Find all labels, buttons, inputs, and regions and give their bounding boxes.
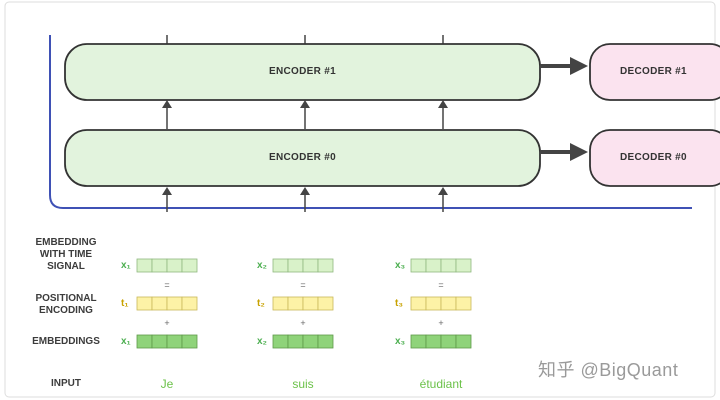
row-label-line: POSITIONAL [35, 293, 97, 304]
plus-sign-1: + [164, 318, 170, 328]
input-to-enc0-arrowhead-2 [300, 187, 310, 195]
vector-x2-embedding [272, 334, 334, 349]
x1-time-label: x₁ [121, 260, 131, 271]
encoder-stack-frame [49, 35, 692, 209]
vector-x2-with-time [272, 258, 334, 273]
input-to-enc0-arrowhead-1 [162, 187, 172, 195]
encoder-0-box [64, 129, 541, 187]
encoder0-to-decoder0-arrow-head [570, 143, 588, 161]
row-label-embeddings: EMBEDDINGS [16, 336, 116, 348]
x2-time-label: x₂ [257, 260, 268, 271]
vector-t2-positional [272, 296, 334, 311]
equals-sign-2: = [300, 280, 306, 290]
x3-embedding-label: x₃ [395, 336, 406, 347]
decoder-1-label: DECODER #1 [620, 66, 687, 77]
plus-sign-3: + [438, 318, 444, 328]
input-word-3: étudiant [419, 377, 463, 391]
row-label-line: ENCODING [39, 305, 93, 316]
input-to-enc0-arrowhead-3 [438, 187, 448, 195]
decoder-0-box [589, 129, 720, 187]
enc0-to-enc1-arrowhead-3 [438, 100, 448, 108]
vector-x3-embedding [410, 334, 472, 349]
x3-time-label: x₃ [395, 260, 406, 271]
encoder-1-label: ENCODER #1 [269, 66, 336, 77]
equals-sign-3: = [438, 280, 444, 290]
vector-x3-with-time [410, 258, 472, 273]
row-label-line: EMBEDDING [35, 237, 97, 248]
decoder-1-box [589, 43, 720, 101]
encoder1-to-decoder1-arrow-head [570, 57, 588, 75]
input-word-1: Je [160, 377, 174, 391]
row-label-line: SIGNAL [47, 261, 85, 272]
x1-embedding-label: x₁ [121, 336, 131, 347]
encoder-1-box [64, 43, 541, 101]
enc0-to-enc1-arrowhead-2 [300, 100, 310, 108]
input-word-2: suis [292, 377, 314, 391]
t2-label: t₂ [257, 298, 265, 309]
row-label-line: WITH TIME [39, 249, 93, 260]
plus-sign-2: + [300, 318, 306, 328]
row-label-line: EMBEDDINGS [32, 336, 100, 347]
row-label-input: INPUT [16, 378, 116, 390]
vector-t1-positional [136, 296, 198, 311]
vector-t3-positional [410, 296, 472, 311]
enc0-to-enc1-arrowhead-1 [162, 100, 172, 108]
encoder-0-label: ENCODER #0 [269, 152, 336, 163]
watermark: 知乎 @BigQuant [538, 360, 679, 380]
t1-label: t₁ [121, 298, 129, 309]
decoder-0-label: DECODER #0 [620, 152, 687, 163]
x2-embedding-label: x₂ [257, 336, 268, 347]
vector-x1-with-time [136, 258, 198, 273]
equals-sign-1: = [164, 280, 170, 290]
row-label-embedding-time-signal: EMBEDDING WITH TIME SIGNAL [16, 237, 116, 273]
t3-label: t₃ [395, 298, 403, 309]
vector-x1-embedding [136, 334, 198, 349]
row-label-line: INPUT [51, 378, 81, 389]
row-label-positional-encoding: POSITIONAL ENCODING [16, 293, 116, 317]
